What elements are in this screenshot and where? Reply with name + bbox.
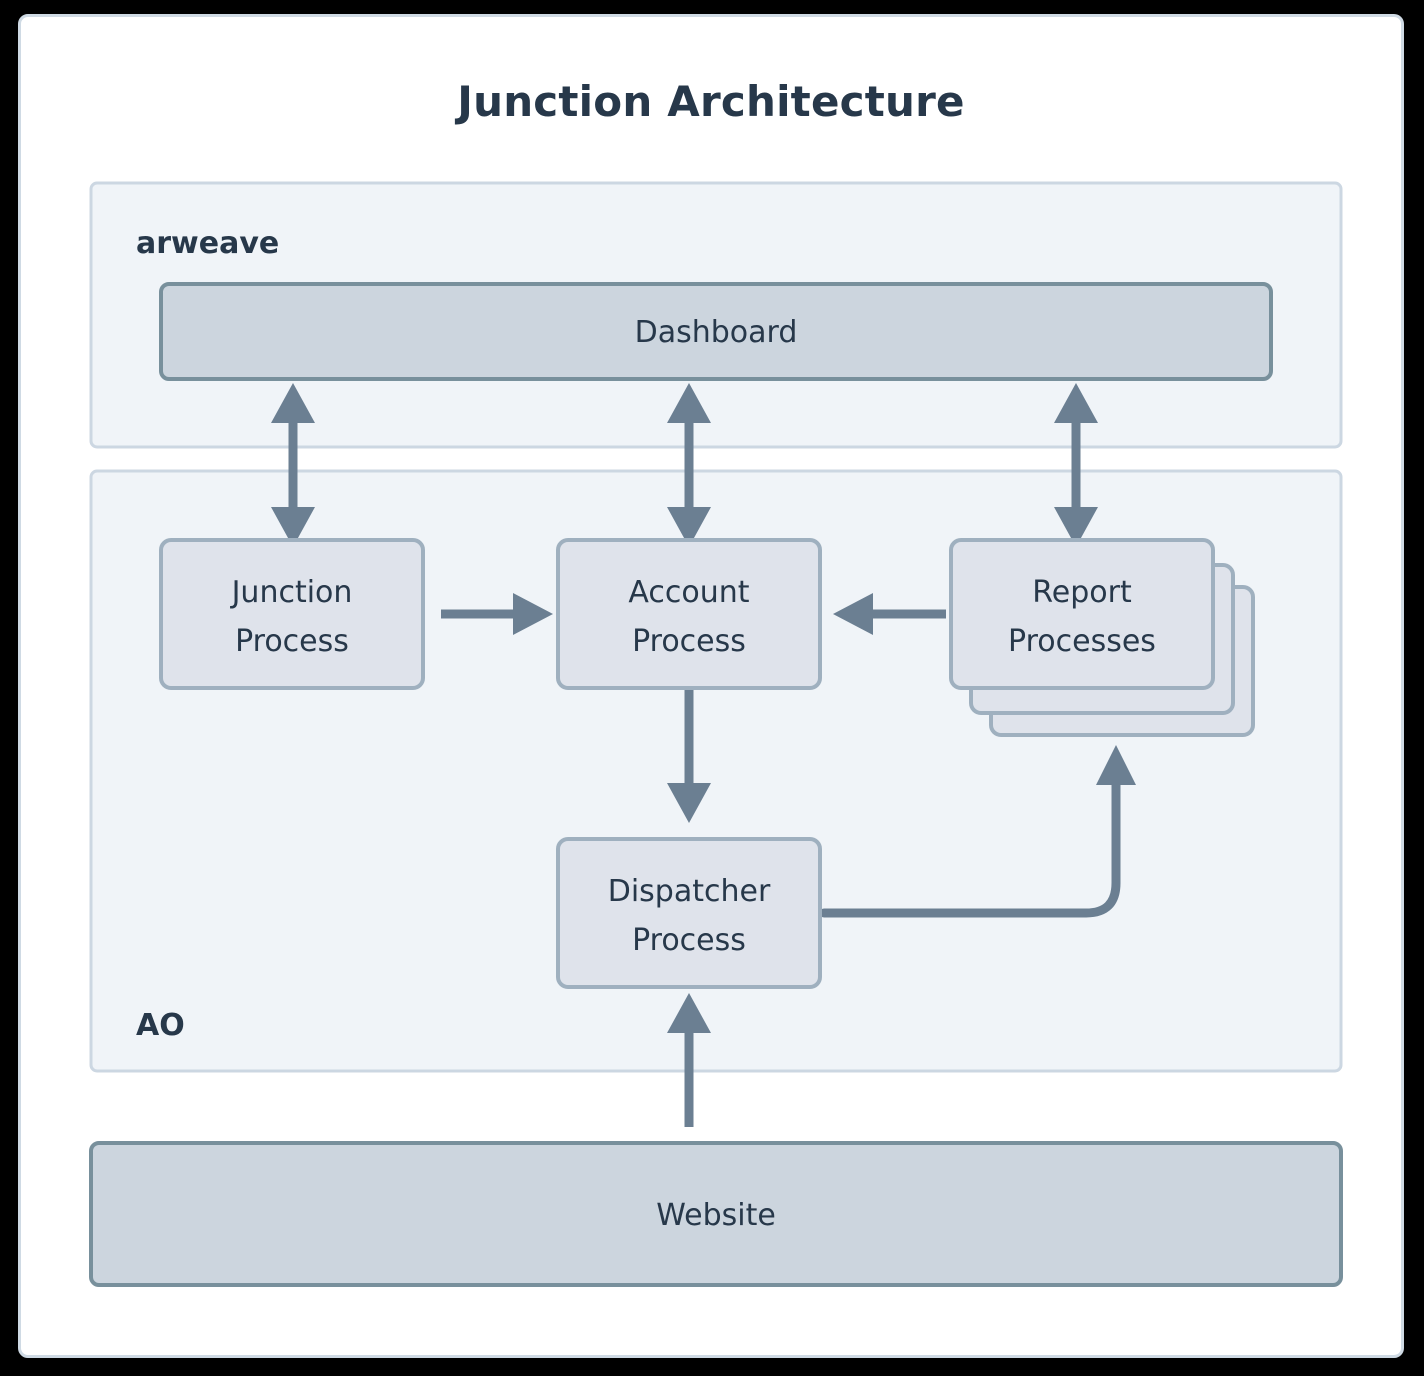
- edge-junction-dashboard: [271, 383, 315, 547]
- dispatcher-process-label-line1: Dispatcher: [608, 874, 771, 909]
- dispatcher-process-box[interactable]: [556, 837, 822, 989]
- report-processes-label-line1: Report: [1032, 575, 1132, 610]
- edge-junction-dashboard-arrowhead-down: [271, 507, 315, 547]
- node-website[interactable]: Website: [89, 1141, 1343, 1287]
- edge-website-to-dispatcher-arrowhead: [667, 993, 711, 1033]
- dashboard-box[interactable]: [159, 282, 1273, 381]
- edge-report-to-account-arrowhead: [833, 593, 873, 635]
- edge-account-to-dispatcher: [667, 689, 711, 823]
- node-dashboard[interactable]: Dashboard: [159, 282, 1273, 381]
- edge-junction-to-account-arrowhead: [513, 593, 553, 635]
- edge-account-dashboard: [667, 383, 711, 547]
- edge-account-to-dispatcher-arrowhead: [667, 783, 711, 823]
- page-title: Junction Architecture: [457, 77, 965, 126]
- edge-junction-dashboard-arrowhead-up: [271, 383, 315, 423]
- account-process-label-line2: Process: [632, 624, 746, 659]
- junction-process-label-line2: Process: [235, 624, 349, 659]
- edge-report-dashboard-arrowhead-down: [1054, 507, 1098, 547]
- dispatcher-process-label-line2: Process: [632, 923, 746, 958]
- edge-report-dashboard-arrowhead-up: [1054, 383, 1098, 423]
- report-processes-box[interactable]: [949, 538, 1215, 690]
- architecture-diagram: arweave Dashboard AO: [89, 181, 1343, 1287]
- node-report-processes[interactable]: Report Processes: [949, 538, 1255, 737]
- edge-dispatcher-to-report-path: [819, 772, 1121, 918]
- node-dispatcher-process[interactable]: Dispatcher Process: [556, 837, 822, 989]
- edge-website-to-dispatcher: [667, 993, 711, 1127]
- account-process-box[interactable]: [556, 538, 822, 690]
- diagram-card: Junction Architecture arweave Dashboard …: [18, 14, 1404, 1358]
- junction-process-box[interactable]: [159, 538, 425, 690]
- report-processes-label-line2: Processes: [1008, 624, 1156, 659]
- edge-dispatcher-to-report: [819, 745, 1136, 918]
- node-account-process[interactable]: Account Process: [556, 538, 822, 690]
- edge-dispatcher-to-report-arrowhead: [1096, 745, 1136, 785]
- edge-report-dashboard: [1054, 383, 1098, 547]
- edge-report-to-account: [833, 593, 946, 635]
- subgraph-arweave-label: arweave: [136, 226, 279, 261]
- website-label: Website: [656, 1198, 776, 1233]
- subgraph-ao-label: AO: [136, 1008, 185, 1043]
- dashboard-label: Dashboard: [635, 315, 798, 350]
- node-junction-process[interactable]: Junction Process: [159, 538, 425, 690]
- account-process-label-line1: Account: [628, 575, 749, 610]
- website-box[interactable]: [89, 1141, 1343, 1287]
- edge-junction-to-account: [441, 593, 553, 635]
- edge-account-dashboard-arrowhead-down: [667, 507, 711, 547]
- edge-account-dashboard-arrowhead-up: [667, 383, 711, 423]
- junction-process-label-line1: Junction: [230, 575, 353, 610]
